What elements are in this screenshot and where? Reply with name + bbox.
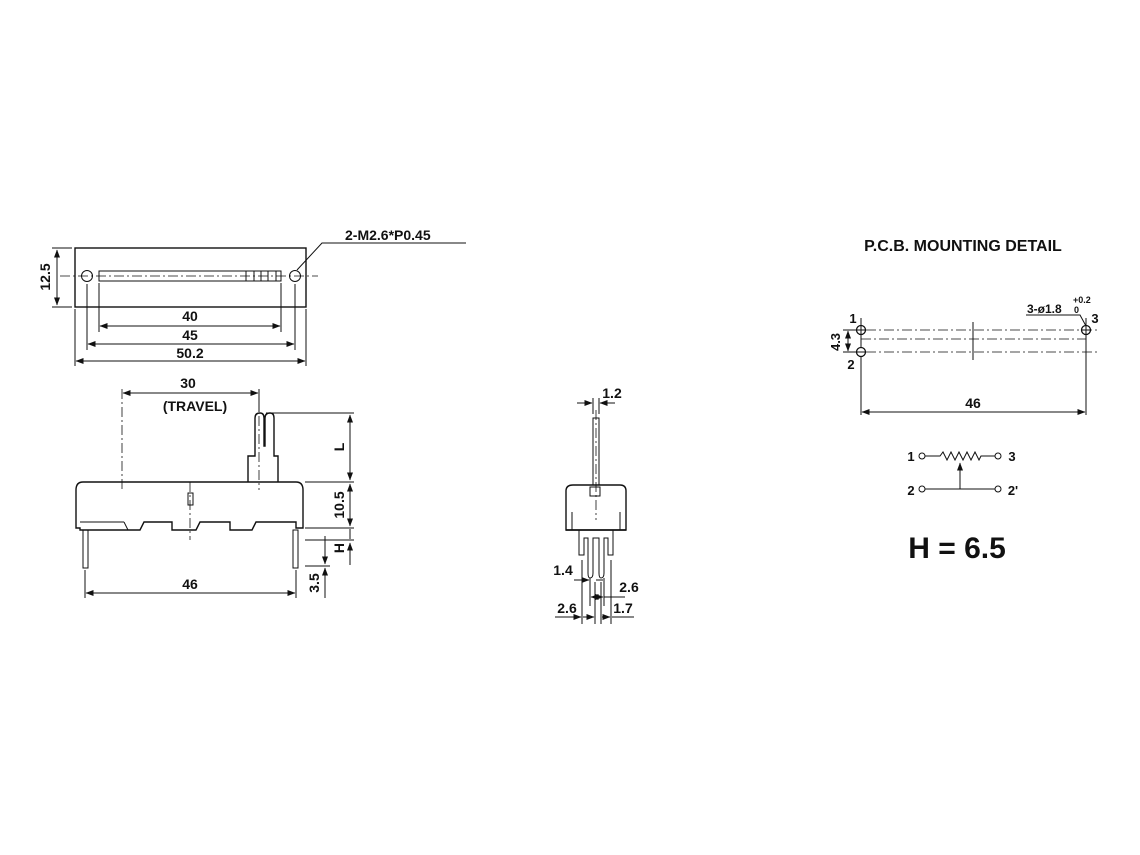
- dim-1-2: 1.2: [602, 385, 622, 401]
- schem-pin-2: 2: [907, 483, 914, 498]
- schem-pin-2p: 2': [1008, 483, 1018, 498]
- thread-note: 2-M2.6*P0.45: [345, 227, 431, 243]
- side-view: 1.2 1.4 2.6 2.6 1.7: [553, 385, 639, 624]
- schem-pin-3: 3: [1008, 449, 1015, 464]
- dim-12-5: 12.5: [37, 263, 53, 290]
- thread-leader: [296, 242, 466, 271]
- center-mark: [187, 492, 194, 506]
- pcb-mounting-detail: P.C.B. MOUNTING DETAIL 3-ø1.8 +0.2 0 1 2…: [828, 238, 1099, 415]
- dim-40: 40: [182, 308, 198, 324]
- top-view-body: [74, 247, 307, 308]
- dim-1-7: 1.7: [613, 600, 633, 616]
- slider-lever: [247, 412, 279, 482]
- dim-L: L: [331, 442, 347, 451]
- dim-45: 45: [182, 327, 198, 343]
- dim-H: H: [331, 543, 347, 553]
- travel-label: (TRAVEL): [163, 398, 227, 414]
- schematic-symbol: 1 3 2 2': [907, 449, 1018, 498]
- side-legs: [578, 530, 614, 579]
- dim-3-5: 3.5: [306, 573, 322, 593]
- pcb-dim-4-3: 4.3: [828, 333, 843, 351]
- pcb-pin-1: 1: [849, 311, 856, 326]
- side-slider-top: [589, 486, 601, 497]
- dim-46: 46: [182, 576, 198, 592]
- dim-10-5: 10.5: [331, 491, 347, 518]
- pcb-title: P.C.B. MOUNTING DETAIL: [864, 238, 1062, 255]
- pin-right: [292, 529, 299, 569]
- pcb-pin-2: 2: [847, 357, 854, 372]
- mounting-hole-left: [81, 270, 93, 282]
- pcb-tol-plus: +0.2: [1073, 295, 1091, 305]
- h-value: H = 6.5: [908, 532, 1006, 565]
- schem-pin-1: 1: [907, 449, 914, 464]
- resistor-symbol: [925, 450, 995, 462]
- dim-2-6-left: 2.6: [557, 600, 577, 616]
- dim-travel: 30: [180, 375, 196, 391]
- pcb-hole-note: 3-ø1.8: [1027, 302, 1062, 316]
- pin-left: [82, 529, 89, 569]
- mounting-hole-right: [289, 270, 301, 282]
- top-view-slot: [98, 270, 282, 282]
- pcb-tol-minus: 0: [1074, 305, 1079, 315]
- pcb-dim-46: 46: [965, 395, 981, 411]
- front-view: 30 (TRAVEL) L 10.5 H 3.5: [75, 375, 354, 598]
- dim-50-2: 50.2: [176, 345, 203, 361]
- top-view: 2-M2.6*P0.45 12.5 40 45 50.2: [37, 227, 466, 366]
- front-view-body: [75, 481, 304, 531]
- dim-1-4: 1.4: [553, 562, 573, 578]
- pcb-pin-3: 3: [1091, 311, 1098, 326]
- dim-2-6-right: 2.6: [619, 579, 639, 595]
